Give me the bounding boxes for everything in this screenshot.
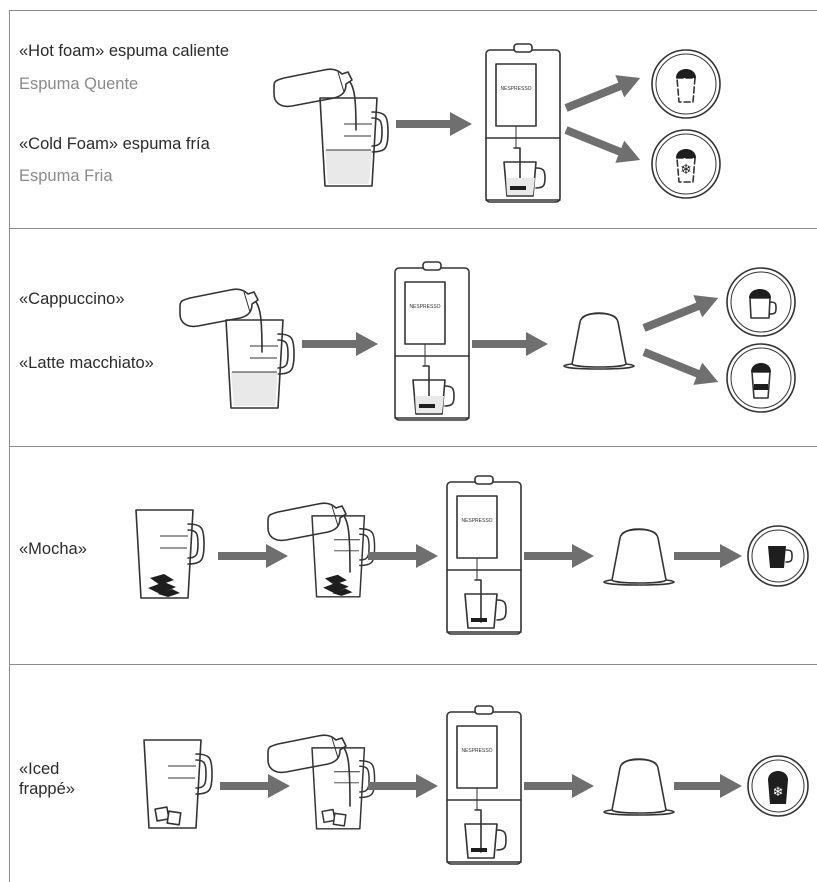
capsule-row2 xyxy=(563,312,635,370)
arrow-row4-d xyxy=(674,774,742,798)
svg-text:NESPRESSO: NESPRESSO xyxy=(500,86,531,92)
arrow-row1-down xyxy=(564,126,641,163)
milk-bottle-row2 xyxy=(179,288,263,353)
arrow-row3-b xyxy=(368,544,438,568)
nespresso-machine-row3: NESPRESSO xyxy=(446,475,522,635)
arrow-row2-b xyxy=(472,332,548,356)
row-divider-1 xyxy=(9,228,817,229)
svg-text:❄: ❄ xyxy=(680,161,692,177)
milk-bottle-row3 xyxy=(267,502,351,573)
nespresso-machine-row2: NESPRESSO xyxy=(394,261,470,421)
cold-foam-icon: ❄ xyxy=(651,129,721,199)
mocha-icon xyxy=(747,525,809,587)
iced-frappe-label: «Iced frappé» xyxy=(19,760,75,798)
arrow-row3-c xyxy=(524,544,594,568)
glass-ice-row4 xyxy=(143,739,213,829)
row-divider-2 xyxy=(9,446,817,447)
hot-foam-icon xyxy=(651,49,721,119)
row-divider-3 xyxy=(9,664,817,665)
svg-text:❄: ❄ xyxy=(773,784,784,799)
cappuccino-label: «Cappuccino» xyxy=(19,290,125,308)
cappuccino-icon xyxy=(726,267,796,337)
arrow-row3-d xyxy=(674,544,742,568)
svg-text:NESPRESSO: NESPRESSO xyxy=(461,748,492,754)
nespresso-machine-row4: NESPRESSO xyxy=(446,705,522,865)
arrow-row2-a xyxy=(302,332,378,356)
arrow-row2-up xyxy=(642,295,719,332)
milk-bottle-row1 xyxy=(273,68,357,131)
glass-choco-milk-row3 xyxy=(311,515,376,598)
capsule-row3 xyxy=(603,528,675,586)
arrow-row4-b xyxy=(368,774,438,798)
arrow-row4-a xyxy=(220,774,290,798)
arrow-row1-a xyxy=(396,112,472,136)
latte-macchiato-icon xyxy=(726,343,796,413)
glass-chocolate-row3 xyxy=(135,509,205,599)
mocha-label: «Mocha» xyxy=(19,540,87,558)
nespresso-machine-row1: NESPRESSO xyxy=(485,43,561,203)
capsule-row4 xyxy=(603,758,675,816)
latte-macchiato-label: «Latte macchiato» xyxy=(19,354,154,372)
svg-text:NESPRESSO: NESPRESSO xyxy=(461,518,492,524)
glass-milk-row2 xyxy=(225,319,295,409)
arrow-row3-a xyxy=(218,544,288,568)
glass-ice-milk-row4 xyxy=(311,747,376,830)
arrow-row1-up xyxy=(564,75,641,112)
hot-foam-label: «Hot foam» espuma caliente xyxy=(19,42,230,60)
milk-bottle-row4 xyxy=(267,734,351,807)
iced-frappe-icon: ❄ xyxy=(747,755,809,817)
cold-foam-label: «Cold Foam» espuma fría xyxy=(19,135,210,153)
arrow-row2-down xyxy=(642,348,719,385)
glass-milk-row1 xyxy=(319,97,389,187)
svg-text:NESPRESSO: NESPRESSO xyxy=(409,304,440,310)
arrow-row4-c xyxy=(524,774,594,798)
hot-foam-sublabel: Espuma Quente xyxy=(19,75,139,93)
row-divider-top xyxy=(9,10,817,11)
cold-foam-sublabel: Espuma Fria xyxy=(19,167,113,185)
